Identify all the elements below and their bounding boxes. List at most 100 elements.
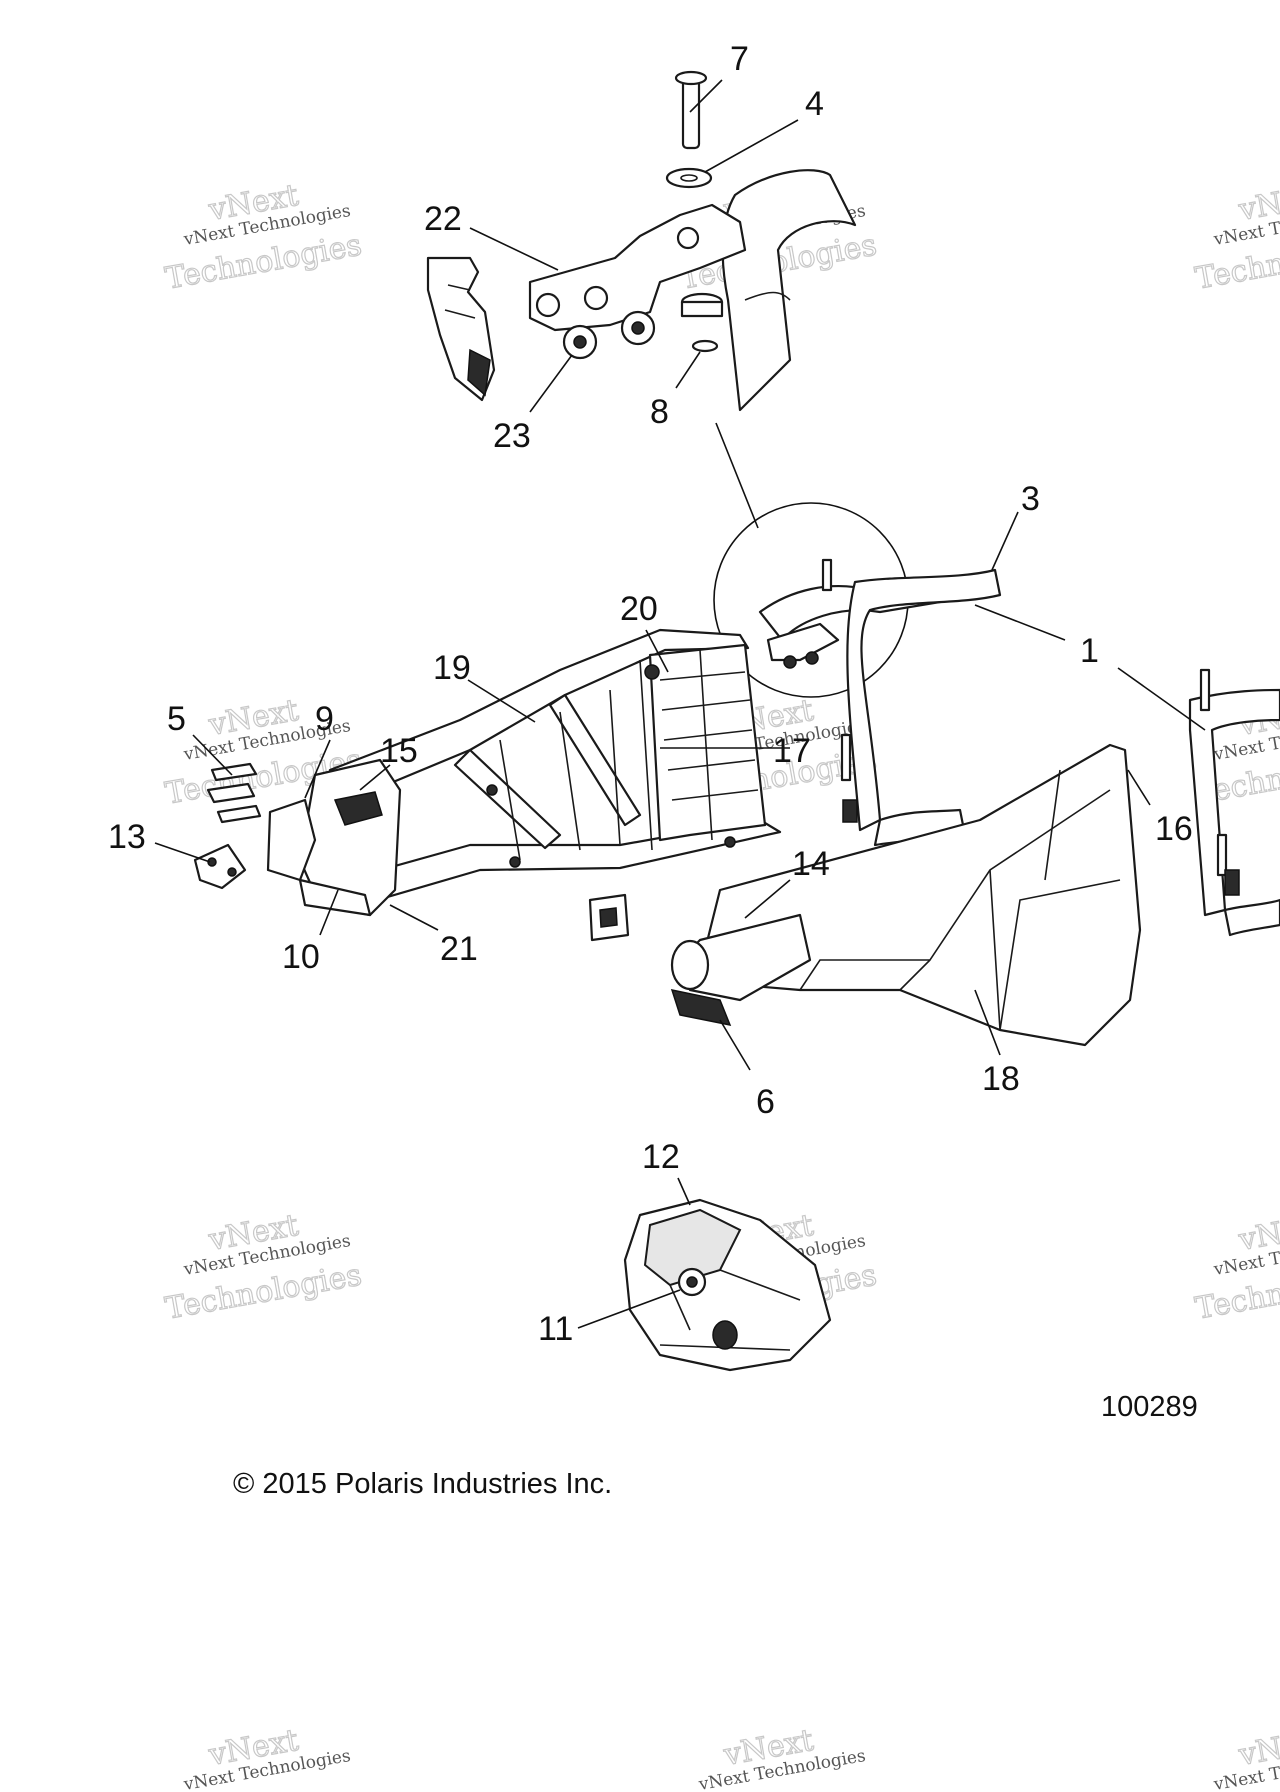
frame-diagonal-1 [453, 748, 562, 850]
plate-13 [193, 843, 247, 890]
callout-6: 11 [538, 1310, 573, 1348]
roll-bar-tube [846, 568, 1002, 832]
main-frame [193, 628, 782, 917]
nose-opening [333, 791, 383, 826]
hinge-pin-hole [676, 226, 700, 250]
isolator-part [623, 1198, 832, 1372]
callout-12: 12 [642, 1138, 680, 1176]
plate-hole [227, 867, 237, 877]
mini-bolt [805, 651, 819, 665]
callout-21: 21 [440, 930, 478, 968]
callout-16: 16 [1155, 810, 1193, 848]
bolt-head [573, 335, 587, 349]
leader-11 [319, 889, 339, 936]
frame-bottom-rail [343, 818, 782, 907]
leader-15 [359, 764, 391, 791]
leader-8 [675, 351, 701, 389]
frame-cross-members [499, 689, 621, 861]
frame-top-rail [328, 628, 750, 802]
hinge-pin [681, 76, 701, 150]
rear-panel-posts [639, 649, 713, 851]
hinge-hole-2 [583, 285, 609, 311]
washer [691, 339, 719, 353]
leader-18 [974, 989, 1001, 1056]
door-panel-crease-3 [989, 769, 1061, 1031]
rocker-end [670, 939, 710, 991]
callout-4: 4 [805, 85, 824, 123]
front-bolts [206, 762, 262, 824]
leader-1 [974, 604, 1066, 641]
callout-23: 23 [493, 417, 531, 455]
bushing-top [665, 167, 713, 189]
callout-numbers: 7 4 22 23 8 3 1 20 19 17 5 9 15 13 10 21… [108, 40, 1193, 1348]
leader-6 [577, 1289, 681, 1329]
isolator-bushing [712, 1320, 738, 1350]
bolt-head [631, 321, 645, 335]
right-pin-lower [1216, 833, 1228, 877]
detail-leader [715, 422, 759, 529]
frame-bolt-20 [644, 664, 660, 680]
leader-20 [645, 629, 669, 673]
mount-plate-hole [599, 907, 618, 928]
callout-20: 20 [620, 590, 658, 628]
callout-8: 8 [650, 393, 669, 431]
leader-12 [677, 1177, 691, 1206]
leader-22 [469, 227, 559, 271]
leader-13 [154, 842, 211, 863]
roll-bar [840, 568, 1280, 937]
leader-10 [304, 739, 331, 799]
isolator-bolt-head [686, 1276, 698, 1288]
callout-11: 10 [282, 938, 320, 976]
frame-diagonal-2 [548, 693, 642, 827]
leader-4 [704, 119, 799, 173]
bushing-body [680, 300, 724, 318]
leader-23 [529, 354, 573, 413]
pin-head [674, 70, 708, 86]
right-pin [1199, 668, 1211, 712]
bushing-hole [680, 174, 698, 182]
leader-16 [1127, 769, 1151, 806]
callout-22: 22 [424, 200, 462, 238]
leader-9 [719, 1019, 751, 1071]
hinge-hole-1 [535, 292, 561, 318]
callout-15: 15 [380, 732, 418, 770]
leader-3 [991, 511, 1019, 571]
bracket-shadow [467, 348, 491, 397]
frame-bolt [509, 856, 521, 868]
callout-5: 5 [167, 700, 186, 738]
callout-17: 17 [773, 732, 811, 770]
frame-rear-panel [648, 643, 767, 842]
rear-clamp [842, 799, 858, 823]
leader-19 [467, 679, 536, 723]
callout-14: 14 [792, 845, 830, 883]
copyright-notice: © 2015 Polaris Industries Inc. [233, 1468, 612, 1500]
rocker-bracket-9 [670, 989, 732, 1027]
tube-edge [744, 291, 791, 301]
frame-bolt [486, 784, 498, 796]
roll-bar-tube-segment [721, 169, 857, 412]
right-clamp [1224, 869, 1240, 896]
callout-7: 7 [730, 40, 749, 78]
door-panel [588, 743, 1142, 1047]
callout-3: 3 [1021, 480, 1040, 518]
rear-panel-ribs [659, 671, 759, 801]
mini-pin [821, 558, 833, 592]
bracket-edges [444, 284, 476, 319]
callout-18: 18 [982, 1060, 1020, 1098]
callout-19: 19 [433, 649, 471, 687]
leader-1b [1117, 667, 1206, 731]
callout-9: 6 [756, 1083, 775, 1121]
mini-bolt [783, 655, 797, 669]
callout-10: 9 [315, 700, 334, 738]
door-panel-crease-2 [899, 879, 1121, 1031]
callout-13: 13 [108, 818, 146, 856]
mini-bracket [766, 622, 840, 662]
leader-21 [389, 904, 439, 931]
leader-7 [689, 79, 723, 113]
front-bracket [266, 798, 317, 882]
leader-lines [154, 79, 1206, 1329]
leader-5 [192, 734, 233, 776]
roll-bar-right-lower [1223, 898, 1280, 937]
drawing-number: 100289 [1101, 1391, 1198, 1423]
